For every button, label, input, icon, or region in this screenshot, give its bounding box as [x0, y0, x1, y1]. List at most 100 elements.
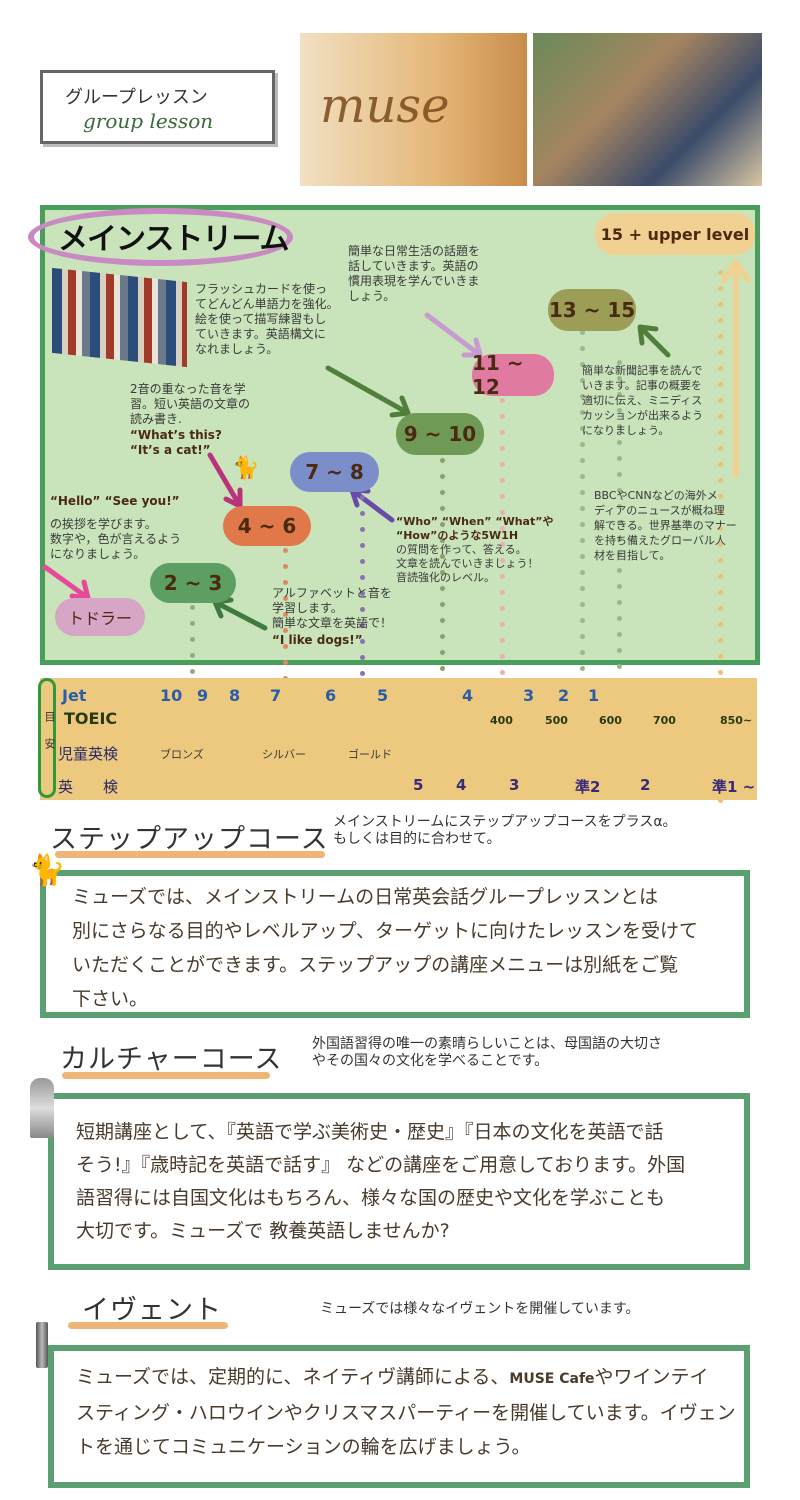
level-4-6: 4 ~ 6 [223, 506, 311, 546]
level-dot [440, 650, 445, 655]
row-label-jet: Jet [62, 686, 87, 705]
level-dot [718, 366, 723, 371]
jet-level: 9 [197, 686, 209, 705]
level-dot [360, 575, 365, 580]
stepup-desc: メインストリームにステップアップコースをプラスα。 もしくは目的に合わせて。 [333, 814, 677, 847]
level-dot [440, 522, 445, 527]
culture-underline [62, 1072, 270, 1079]
level-dot [617, 584, 622, 589]
level-dot [580, 586, 585, 591]
level-dot [718, 638, 723, 643]
level-dot [617, 376, 622, 381]
level-13-15: 13 ~ 15 [548, 289, 636, 331]
level-dot [718, 798, 723, 803]
level-dot [718, 350, 723, 355]
level-dot [580, 618, 585, 623]
meyasu-text: 目安 [43, 711, 56, 765]
level-dot [718, 414, 723, 419]
level-7-8: 7 ~ 8 [290, 452, 379, 492]
toeic-score: 850~ [720, 714, 753, 727]
row-label-jidou-eiken: 児童英検 [58, 745, 119, 763]
level-dot [718, 382, 723, 387]
level-dot [718, 510, 723, 515]
level-dot [283, 596, 288, 601]
level-dot [580, 426, 585, 431]
jet-level: 2 [558, 686, 570, 705]
mainstream-title: メインストリーム [58, 222, 289, 257]
level-dot [718, 334, 723, 339]
culture-heading: カルチャーコース [60, 1044, 283, 1075]
culture-desc: 外国語習得の唯一の素晴らしいことは、母国語の大切さ やその国々の文化を学べること… [312, 1036, 662, 1069]
event-body: ミューズでは、定期的に、ネイティヴ講師による、MUSE Cafeやワインテイ ス… [76, 1360, 736, 1464]
level-dot [500, 574, 505, 579]
eiken-grade: 準1 ~ [712, 778, 756, 796]
level-dot [580, 458, 585, 463]
level-dot [360, 559, 365, 564]
level-dot [617, 392, 622, 397]
arrow-13-15 [637, 324, 671, 358]
level-dot [718, 542, 723, 547]
note-9-10: フラッシュカードを使っ てどんどん単語力を強化。 絵を使って描写練習もし ていき… [195, 282, 339, 356]
level-dot [580, 666, 585, 671]
level-dot [440, 538, 445, 543]
level-dot [718, 398, 723, 403]
level-dot [500, 638, 505, 643]
arrow-7-8 [349, 487, 395, 523]
level-dot [580, 506, 585, 511]
eiken-grade: 準2 [575, 778, 601, 796]
level-dot [718, 318, 723, 323]
level-dot [580, 394, 585, 399]
row-label-toeic: TOEIC [64, 709, 118, 728]
event-underline [68, 1322, 228, 1329]
statue-icon [30, 1078, 54, 1138]
level-dot [580, 650, 585, 655]
level-dot [283, 548, 288, 553]
event-muse-cafe: MUSE Cafe [509, 1371, 595, 1387]
level-dot [617, 648, 622, 653]
level-dot [360, 671, 365, 676]
arrow-11-12 [424, 312, 483, 358]
level-dot [500, 462, 505, 467]
level-dot [500, 542, 505, 547]
level-dot [580, 378, 585, 383]
meyasu-label: 目安 [38, 678, 56, 798]
muse-logo: muse [320, 78, 450, 134]
level-dot [617, 440, 622, 445]
level-dot [617, 488, 622, 493]
note-toddler-phrases: “Hello” “See you!” [50, 494, 180, 508]
row-label-eiken: 英 検 [58, 778, 119, 796]
jet-level: 4 [462, 686, 474, 705]
level-dot [283, 612, 288, 617]
level-dot [617, 504, 622, 509]
event-desc: ミューズでは様々なイヴェントを開催しています。 [320, 1301, 640, 1317]
jet-level: 10 [160, 686, 183, 705]
level-dot [360, 495, 365, 500]
level-dot [500, 606, 505, 611]
level-dot [500, 622, 505, 627]
arrow-upper [721, 259, 751, 478]
eiken-grade: 5 [413, 776, 424, 794]
stepup-underline [55, 851, 325, 858]
level-dot [440, 634, 445, 639]
event-body-part2: やワインテイ スティング・ハロウインやクリスマスパーティーを開催しています。イヴ… [76, 1366, 736, 1458]
event-box [48, 1345, 750, 1488]
level-dot [718, 606, 723, 611]
level-dot [718, 590, 723, 595]
note-7-8: の質問を作って、答える。 文章を読んでいきましょう！ 音読強化のレベル。 [396, 543, 539, 584]
arrow-2-3 [212, 597, 268, 631]
level-dot [440, 666, 445, 671]
level-dot [617, 456, 622, 461]
level-dot [718, 430, 723, 435]
level-dot [617, 616, 622, 621]
level-dot [718, 574, 723, 579]
level-dot [500, 526, 505, 531]
level-dot [283, 660, 288, 665]
level-dot [617, 552, 622, 557]
level-dot [580, 602, 585, 607]
stepup-heading: ステップアップコース [50, 824, 329, 855]
level-dot [617, 568, 622, 573]
level-dot [500, 446, 505, 451]
level-dot [283, 644, 288, 649]
level-dot [360, 511, 365, 516]
level-dot [580, 634, 585, 639]
